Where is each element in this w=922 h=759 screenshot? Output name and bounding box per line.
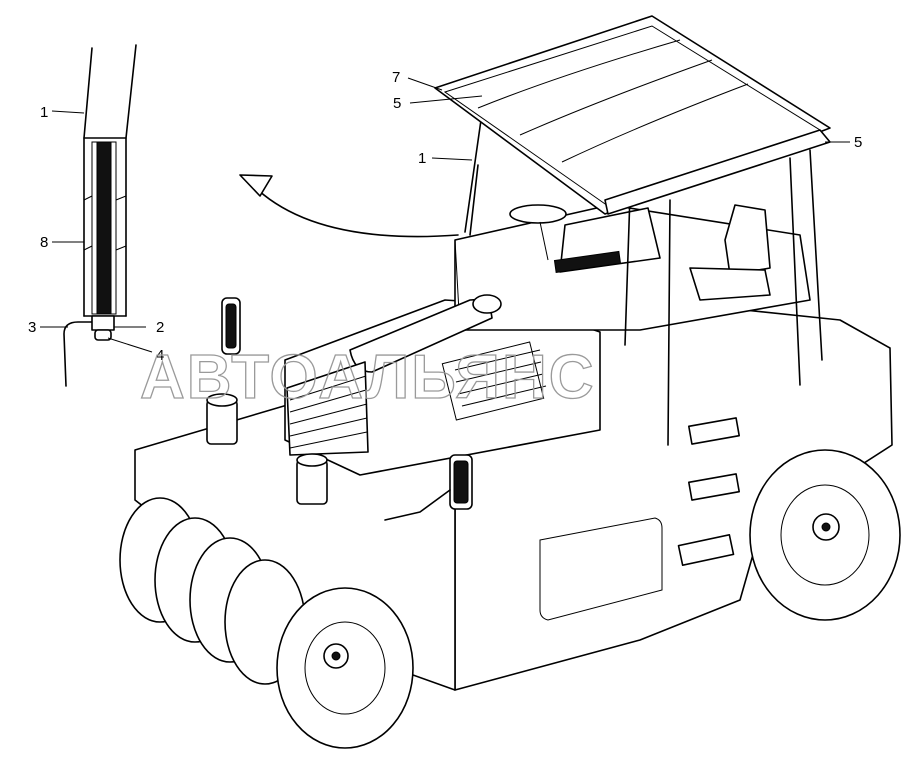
watermark-text: АВТОАЛЬЯНС xyxy=(140,343,596,412)
callout-2: 2 xyxy=(156,319,164,336)
callout-4: 4 xyxy=(156,347,164,364)
canopy-roof xyxy=(434,15,831,236)
callout-5-left: 5 xyxy=(393,95,401,112)
detail-reference-arrow xyxy=(239,174,459,238)
detail-post-section xyxy=(40,44,153,387)
callout-5-right: 5 xyxy=(854,134,862,151)
callout-7: 7 xyxy=(392,69,400,86)
callout-1-main: 1 xyxy=(418,150,426,167)
front-tires xyxy=(119,497,414,749)
leader-lines xyxy=(407,77,850,161)
callout-1-detail: 1 xyxy=(40,104,48,121)
callout-3: 3 xyxy=(28,319,36,336)
rear-tire xyxy=(749,449,901,621)
callout-8: 8 xyxy=(40,234,48,251)
